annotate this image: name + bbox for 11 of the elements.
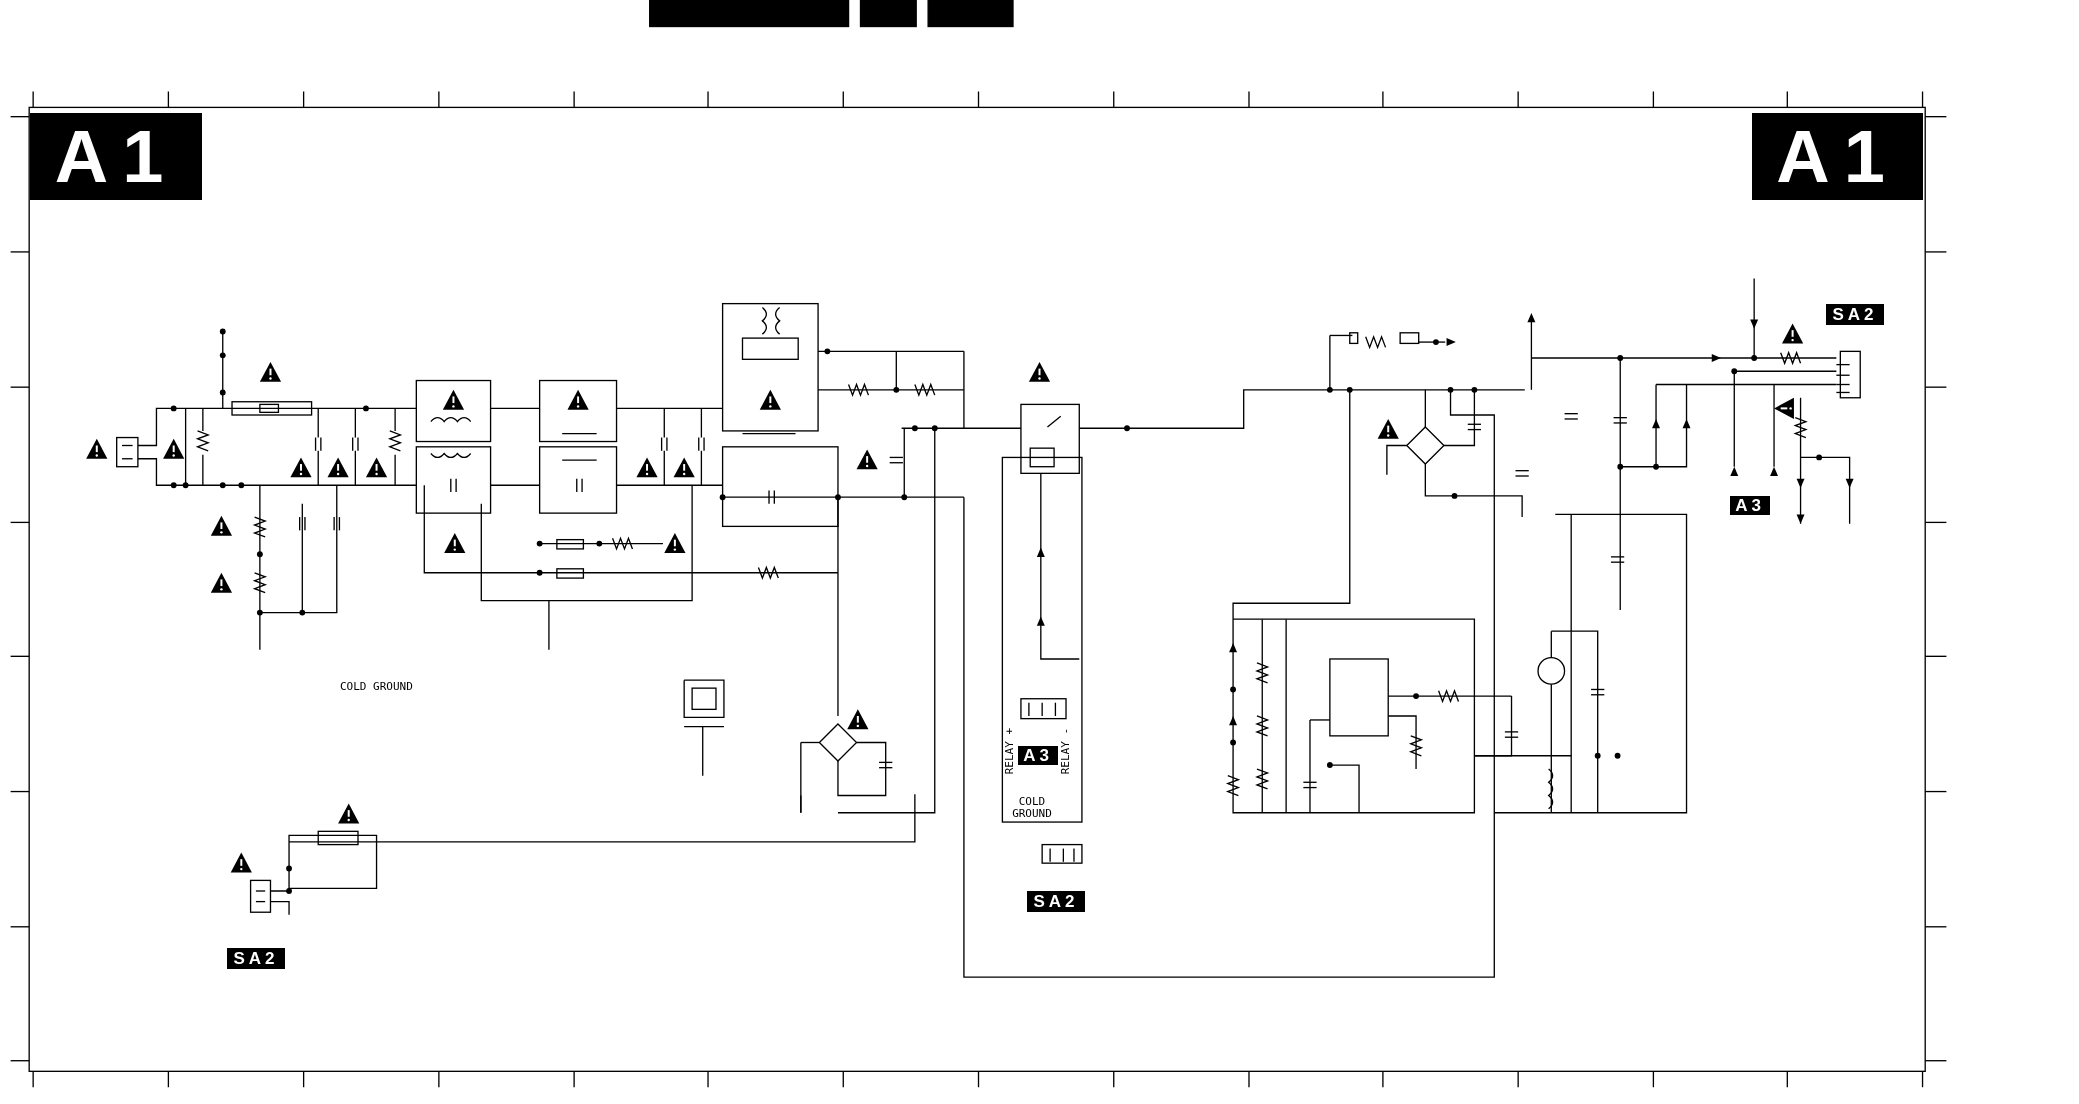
ground-note: COLD GROUND <box>340 681 413 692</box>
connector-reference-tag: SA2 <box>227 948 285 969</box>
connector-reference-tag: A3 <box>1730 496 1770 515</box>
connector-reference-tag: SA2 <box>1027 891 1085 912</box>
section-tag: A1 <box>30 113 202 200</box>
connector-reference-tag: SA2 <box>1826 304 1884 325</box>
pin-label: RELAY - <box>1060 728 1071 775</box>
connector-reference-tag: A3 <box>1018 746 1058 765</box>
pin-label: RELAY + <box>1004 728 1015 775</box>
section-tag: A1 <box>1752 113 1923 200</box>
ground-note: COLD GROUND <box>1012 796 1052 821</box>
